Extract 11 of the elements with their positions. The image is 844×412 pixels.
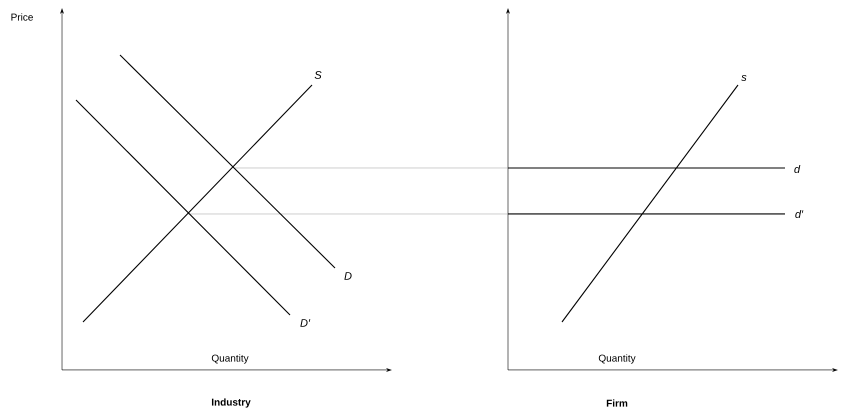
axis-label: Quantity (212, 354, 249, 364)
panel-title: Industry (212, 398, 251, 408)
curve-label: D′ (300, 319, 310, 327)
curve-label: S (314, 71, 322, 79)
curve-label: d (794, 164, 800, 174)
axis-label: Quantity (598, 354, 636, 364)
curve-label: s (741, 75, 747, 81)
axis-label: Price (11, 13, 33, 21)
curve-label: D (344, 272, 352, 280)
panel-title: Firm (606, 399, 628, 407)
curve-label: d′ (795, 210, 804, 218)
